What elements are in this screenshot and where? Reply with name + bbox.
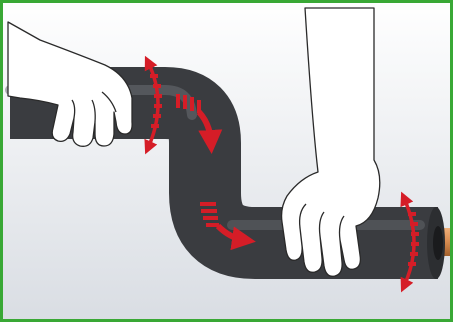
right-hand-icon [280, 7, 381, 277]
bend-direction-arrow-icon [176, 94, 223, 154]
rotate-arrow-icon [144, 55, 162, 155]
bend-direction-arrow-icon [200, 202, 256, 251]
rotate-arrow-icon [400, 191, 419, 293]
left-hand-icon [7, 21, 133, 147]
